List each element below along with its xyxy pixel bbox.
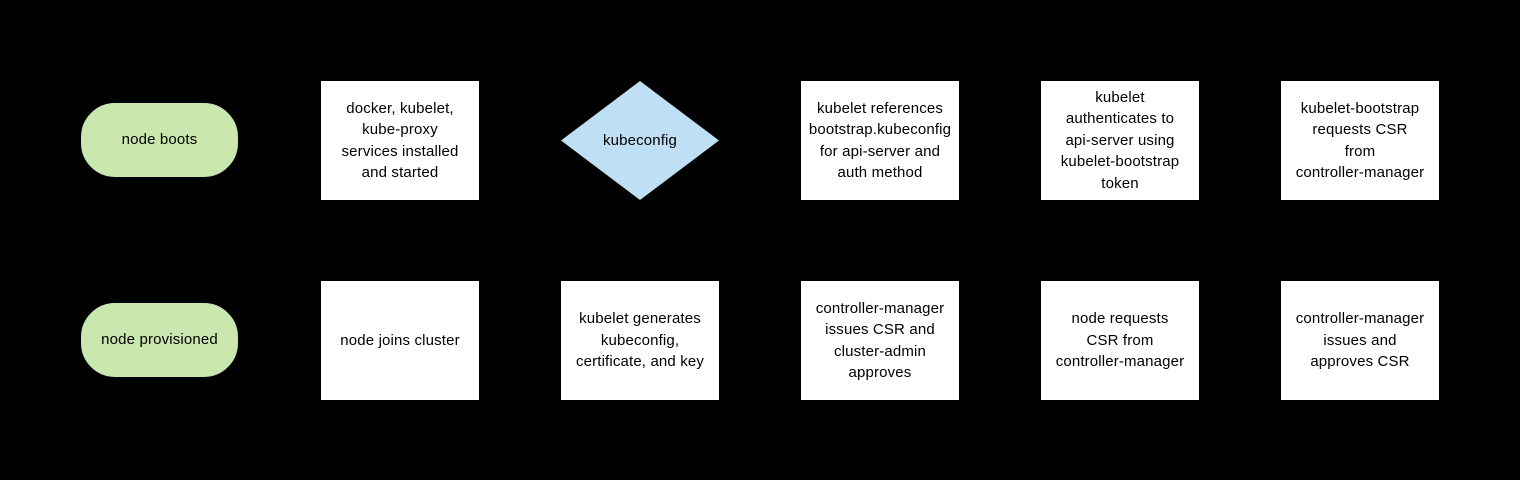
flow-node-label: controller-manager issues and approves C… [1295, 310, 1425, 371]
flow-node-kubeconfig[interactable]: kubeconfig [561, 81, 719, 200]
flow-node-label: kubelet authenticates to api-server usin… [1060, 88, 1180, 192]
flow-node-kubelet-authenticates[interactable]: kubelet authenticates to api-server usin… [1041, 81, 1199, 200]
flow-node-kubelet-generates[interactable]: kubelet generates kubeconfig, certificat… [561, 281, 719, 400]
flow-node-controller-issues-csr[interactable]: controller-manager issues CSR and cluste… [801, 281, 959, 400]
flow-node-node-requests-csr[interactable]: node requests CSR from controller-manage… [1041, 281, 1199, 400]
flow-node-label: node requests CSR from controller-manage… [1055, 310, 1185, 371]
flow-node-label: kubelet-bootstrap requests CSR from cont… [1295, 99, 1425, 182]
flow-node-label: node joins cluster [340, 331, 460, 349]
flow-node-kubelet-references-bootstrap[interactable]: kubelet references bootstrap.kubeconfig … [801, 81, 959, 200]
flow-node-node-provisioned[interactable]: node provisioned [81, 303, 238, 377]
flow-node-services-installed[interactable]: docker, kubelet, kube-proxy services ins… [321, 81, 479, 200]
flow-node-node-joins-cluster[interactable]: node joins cluster [321, 281, 479, 400]
flow-node-node-boots[interactable]: node boots [81, 103, 238, 177]
flow-node-label: docker, kubelet, kube-proxy services ins… [341, 99, 459, 182]
flow-node-label: kubelet references bootstrap.kubeconfig … [808, 99, 952, 182]
flow-node-label: node boots [121, 131, 198, 149]
flow-node-bootstrap-requests-csr[interactable]: kubelet-bootstrap requests CSR from cont… [1281, 81, 1439, 200]
flow-node-label: controller-manager issues CSR and cluste… [815, 299, 945, 382]
flow-node-label: node provisioned [101, 331, 218, 349]
flow-node-label: kubeconfig [602, 131, 678, 149]
flow-node-controller-approves-csr[interactable]: controller-manager issues and approves C… [1281, 281, 1439, 400]
flow-node-label: kubelet generates kubeconfig, certificat… [575, 310, 705, 371]
